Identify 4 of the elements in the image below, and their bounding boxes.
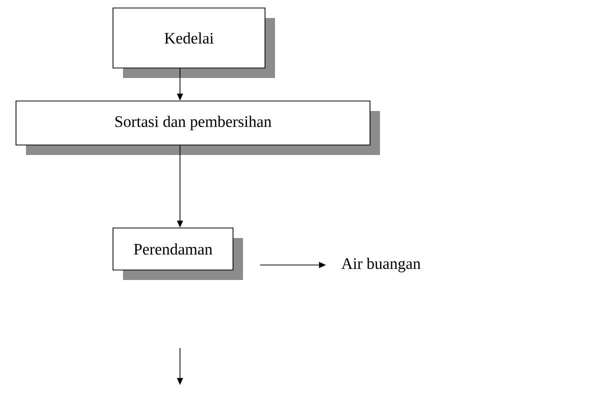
process-box: Kedelai [112,8,275,78]
output-label: Air buangan [341,258,421,272]
process-box: Perendaman [112,228,243,280]
process-box: Sortasi dan pembersihan [16,100,380,155]
